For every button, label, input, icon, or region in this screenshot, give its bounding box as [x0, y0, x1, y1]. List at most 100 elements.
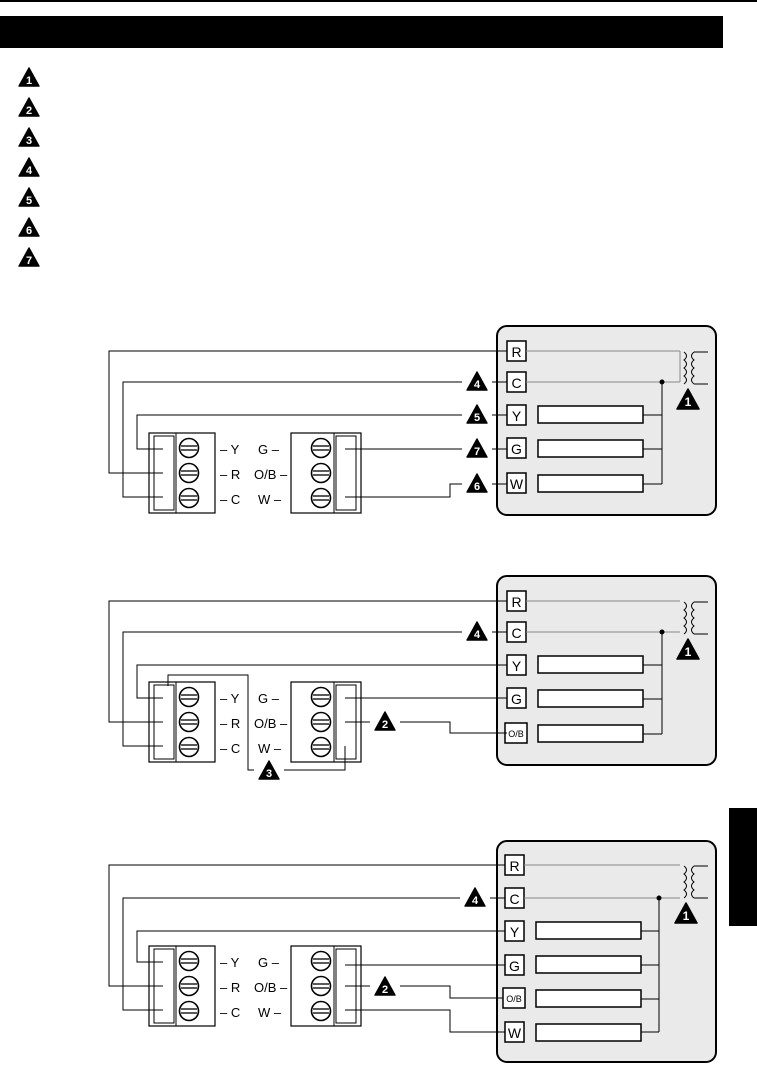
equipment-terminal-c: C: [504, 887, 525, 909]
thermostat-terminal-block-left: [148, 681, 216, 763]
load-box: [537, 655, 644, 674]
thermostat-label-y: – Y: [220, 442, 240, 457]
callout-6: 6: [462, 472, 492, 494]
equipment-terminal-c: C: [506, 371, 527, 393]
callout-1: 1: [676, 638, 700, 660]
equipment-terminal-w: W: [506, 472, 527, 494]
callout-4: 4: [462, 370, 492, 392]
load-box: [537, 474, 644, 493]
load-box: [537, 405, 644, 424]
thermostat-label-g: G –: [258, 691, 280, 706]
equipment-terminal-r: R: [506, 590, 527, 612]
thermostat-label-w: W –: [258, 492, 282, 507]
transformer-icon: [683, 351, 708, 385]
load-box: [535, 989, 642, 1008]
section-header-bar: [0, 16, 723, 48]
thermostat-label-g: G –: [258, 442, 280, 457]
wiring-diagram-1: R C Y G W: [108, 325, 717, 516]
transformer-icon: [683, 601, 708, 635]
equipment-terminal-c: C: [506, 621, 527, 643]
note-item-3: 3: [18, 127, 40, 147]
note-item-2: 2: [18, 97, 40, 117]
thermostat-label-ob: O/B –: [254, 467, 288, 482]
svg-text:R: R: [511, 594, 521, 610]
thermostat-label-r: – R: [220, 716, 240, 731]
note-number: 6: [26, 225, 32, 237]
equipment-terminal-y: Y: [504, 920, 525, 942]
wiring-diagram-3: R C Y G O/B W: [108, 840, 717, 1063]
note-number: 2: [26, 105, 32, 117]
svg-text:7: 7: [474, 446, 480, 458]
svg-text:5: 5: [474, 412, 480, 424]
svg-text:4: 4: [474, 379, 481, 391]
equipment-terminal-y: Y: [506, 654, 527, 676]
load-box: [537, 724, 644, 743]
callout-2: 2: [370, 975, 400, 997]
thermostat-label-w: W –: [258, 741, 282, 756]
wiring-diagram-2: R C Y G O/B: [108, 575, 717, 781]
terminal-label: G: [511, 441, 522, 457]
equipment-terminal-ob: O/B: [504, 722, 528, 744]
thermostat-label-c: – C: [220, 492, 240, 507]
thermostat-label-c: – C: [220, 741, 240, 756]
svg-text:1: 1: [685, 645, 692, 659]
note-number: 3: [26, 135, 32, 147]
equipment-terminal-g: G: [506, 687, 527, 709]
svg-text:G: G: [509, 958, 520, 974]
load-box: [537, 689, 644, 708]
svg-text:1: 1: [685, 395, 692, 409]
thermostat-label-w: W –: [258, 1005, 282, 1020]
thermostat-label-y: – Y: [220, 691, 240, 706]
thermostat-label-c: – C: [220, 1005, 240, 1020]
thermostat-label-r: – R: [220, 980, 240, 995]
thermostat-terminal-block-left: [148, 432, 216, 514]
thermostat-terminal-block-right: [290, 681, 362, 763]
callout-3: 3: [254, 759, 284, 781]
note-item-7: 7: [18, 247, 40, 267]
note-number: 4: [26, 165, 33, 177]
svg-text:6: 6: [474, 481, 480, 493]
thermostat-terminal-block-right: [290, 432, 362, 514]
equipment-terminal-y: Y: [506, 404, 527, 426]
field-wires: [108, 600, 507, 771]
top-rule: [0, 0, 757, 2]
equipment-terminal-ob: O/B: [502, 987, 526, 1009]
callout-1: 1: [676, 388, 700, 410]
thermostat-label-y: – Y: [220, 955, 240, 970]
callout-2: 2: [370, 710, 400, 732]
field-wires: [108, 864, 505, 1033]
svg-text:1: 1: [683, 909, 690, 923]
thermostat-label-g: G –: [258, 955, 280, 970]
transformer-icon: [683, 865, 708, 899]
svg-text:W: W: [508, 1025, 522, 1041]
terminal-label: C: [511, 375, 521, 391]
svg-text:Y: Y: [512, 658, 522, 674]
callout-1: 1: [674, 902, 698, 924]
thermostat-label-ob: O/B –: [254, 716, 288, 731]
equipment-terminal-r: R: [504, 854, 525, 876]
svg-text:G: G: [511, 691, 522, 707]
svg-text:4: 4: [472, 895, 479, 907]
equipment-terminal-g: G: [506, 437, 527, 459]
thermostat-label-ob: O/B –: [254, 980, 288, 995]
svg-text:2: 2: [382, 719, 388, 731]
svg-text:O/B: O/B: [508, 729, 524, 739]
callout-4: 4: [462, 620, 492, 642]
note-item-1: 1: [18, 67, 40, 87]
note-list: 1 2 3 4 5 6 7: [18, 67, 40, 267]
terminal-label: Y: [512, 408, 522, 424]
side-tab: [729, 808, 757, 926]
load-box: [535, 921, 642, 940]
equipment-terminal-w: W: [504, 1021, 525, 1043]
equipment-terminal-r: R: [506, 340, 527, 362]
thermostat-label-r: – R: [220, 467, 240, 482]
load-box: [535, 1023, 642, 1042]
note-number: 1: [26, 75, 32, 87]
note-item-5: 5: [18, 187, 40, 207]
svg-text:C: C: [511, 625, 521, 641]
callout-4: 4: [460, 886, 490, 908]
note-number: 7: [26, 255, 32, 267]
svg-text:2: 2: [382, 984, 388, 996]
svg-text:C: C: [509, 891, 519, 907]
note-number: 5: [26, 195, 32, 207]
